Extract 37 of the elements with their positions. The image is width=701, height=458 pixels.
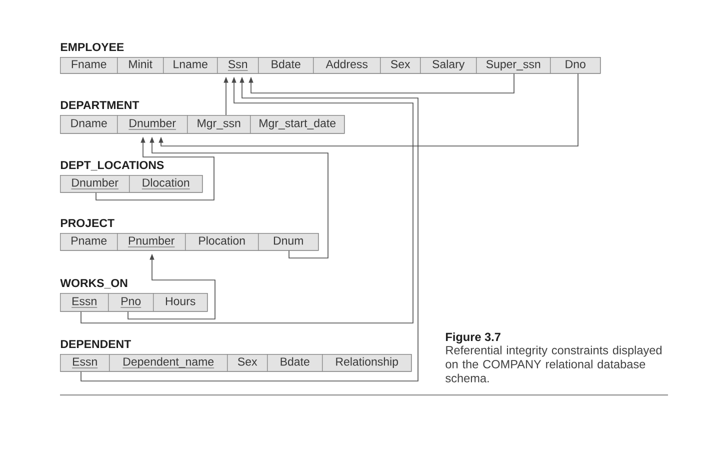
attribute-cell: Hours xyxy=(153,293,208,312)
attribute-cell: Minit xyxy=(117,57,164,74)
attribute-cell: Dnum xyxy=(258,233,319,251)
attribute-cell: Sex xyxy=(227,354,268,372)
attribute-cell: Dlocation xyxy=(129,175,203,193)
attribute-cell: Relationship xyxy=(322,354,412,372)
attribute-cell: Dnumber xyxy=(117,115,188,134)
attribute-cell: Essn xyxy=(60,293,109,312)
node-label: WORKS_ON xyxy=(60,278,128,288)
attribute-cell: Mgr_ssn xyxy=(187,115,251,134)
node-label: PROJECT xyxy=(60,218,114,228)
attribute-cell: Dname xyxy=(60,115,118,134)
attribute-cell: Dno xyxy=(550,57,601,74)
attribute-cell: Bdate xyxy=(267,354,323,372)
attribute-cell: Pno xyxy=(108,293,154,312)
node-label: DEPARTMENT xyxy=(60,101,140,109)
attribute-cell: Plocation xyxy=(185,233,259,251)
node-label: DEPT_LOCATIONS xyxy=(60,160,164,170)
arrow xyxy=(158,73,578,146)
attribute-cell: Salary xyxy=(420,57,477,74)
figure-number: Figure 3.7 xyxy=(446,332,500,344)
attribute-cell: Pnumber xyxy=(117,233,186,251)
attribute-cell: Super_ssn xyxy=(476,57,551,74)
node-label: DEPENDENT xyxy=(60,340,131,348)
attribute-cell: Essn xyxy=(60,354,110,372)
attribute-cell: Dnumber xyxy=(60,175,130,193)
attribute-cell: Bdate xyxy=(258,57,314,74)
caption-text: Referential integrity constraints displayed on the COMPANY relational database schema. xyxy=(446,346,662,382)
attribute-cell: Sex xyxy=(380,57,421,74)
attribute-cell: Lname xyxy=(163,57,218,74)
node-label: EMPLOYEE xyxy=(60,42,124,52)
attribute-cell: Mgr_start_date xyxy=(250,115,345,134)
arrow xyxy=(248,73,514,94)
attribute-cell: Fname xyxy=(60,57,118,74)
attribute-cell: Pname xyxy=(60,233,118,251)
attribute-cell: Address xyxy=(313,57,381,74)
attribute-cell: Ssn xyxy=(217,57,259,74)
